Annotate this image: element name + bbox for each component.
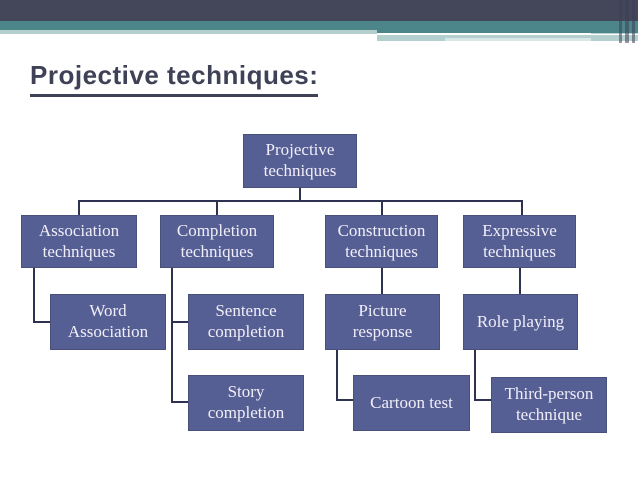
connector-picture-stub: [381, 268, 383, 295]
connector-expressive-stub: [521, 200, 523, 215]
node-role-playing: Role playing: [463, 294, 578, 350]
connector-sentence-h: [171, 321, 189, 323]
node-sentence-completion: Sentence completion: [188, 294, 304, 350]
header-bar-lighter-right: [445, 38, 591, 41]
node-cartoon-test: Cartoon test: [353, 375, 470, 431]
node-third-person-technique: Third-person technique: [491, 377, 607, 433]
connector-thirdperson-h: [474, 399, 492, 401]
connector-root-stub: [299, 187, 301, 201]
header-bar-teal-right: [377, 30, 638, 33]
header-line-white-right: [377, 33, 591, 35]
connector-main-horizontal: [78, 200, 523, 202]
header-bar-dark: [0, 0, 638, 21]
node-completion-techniques: Completion techniques: [160, 215, 274, 268]
node-projective-techniques: Projective techniques: [243, 134, 357, 188]
connector-association-stub: [78, 200, 80, 215]
header-bar-light-teal: [0, 30, 638, 34]
corner-stripe-3: [632, 0, 635, 43]
header-bar-teal: [0, 21, 638, 30]
page-title: Projective techniques:: [30, 60, 319, 97]
connector-roleplaying-stub: [519, 268, 521, 295]
connector-cartoon-h: [336, 399, 354, 401]
connector-completion-stub: [216, 200, 218, 215]
node-story-completion: Story completion: [188, 375, 304, 431]
node-picture-response: Picture response: [325, 294, 440, 350]
connector-construction-stub: [381, 200, 383, 215]
corner-stripe-2: [625, 0, 629, 43]
node-word-association: Word Association: [50, 294, 166, 350]
connector-thirdperson-v: [474, 350, 476, 401]
connector-word-association-v: [33, 268, 35, 323]
connector-story-h: [171, 401, 189, 403]
corner-stripe-1: [619, 0, 622, 43]
node-association-techniques: Association techniques: [21, 215, 137, 268]
node-expressive-techniques: Expressive techniques: [463, 215, 576, 268]
connector-cartoon-v: [336, 350, 338, 401]
connector-word-association-h: [33, 321, 51, 323]
node-construction-techniques: Construction techniques: [325, 215, 438, 268]
connector-completion-v: [171, 268, 173, 403]
